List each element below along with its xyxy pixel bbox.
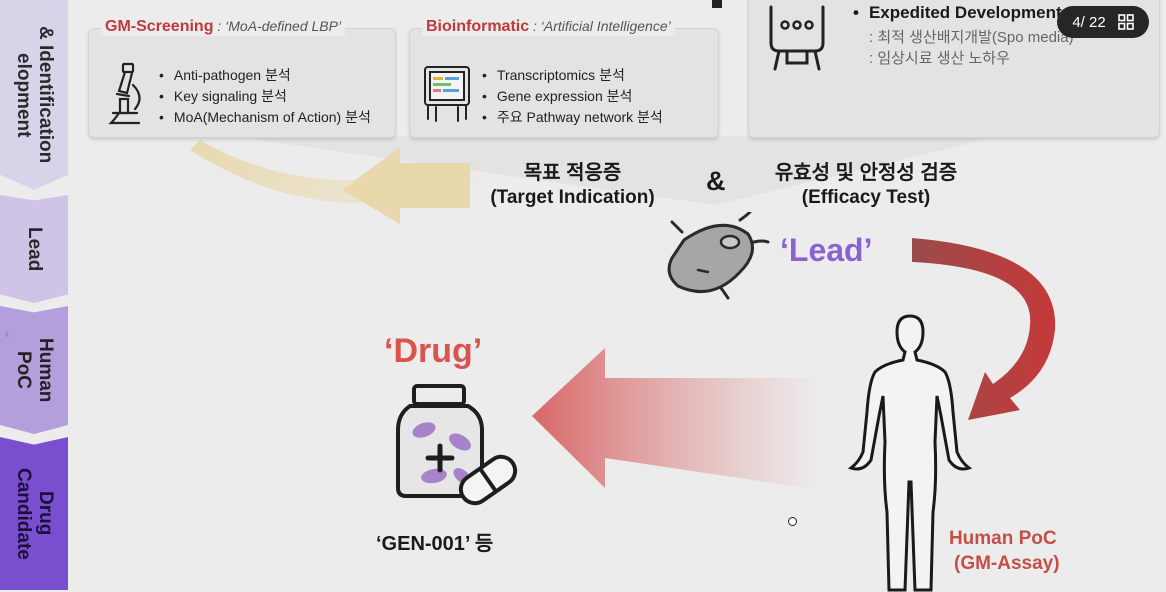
sidebar-tab-label: Human PoC: [13, 337, 56, 403]
gm-screening-list: Anti-pathogen 분석 Key signaling 분석 MoA(Me…: [159, 65, 371, 128]
expedited-title-text: Expedited Development: [868, 3, 1062, 22]
medicine-bottle-icon: [396, 384, 518, 506]
expedited-title: •Expedited Development: [853, 3, 1062, 22]
page-indicator[interactable]: 4/ 22: [1057, 6, 1149, 38]
efficacy-test-en: (Efficacy Test): [801, 187, 931, 208]
efficacy-test-label: 유효성 및 안정성 검증 (Efficacy Test): [750, 156, 982, 209]
funnel-shape: [230, 136, 1000, 205]
list-item: MoA(Mechanism of Action) 분석: [159, 107, 371, 128]
target-indication-en: (Target Indication): [490, 187, 655, 208]
sidebar-tab-human-poc[interactable]: Human PoC: [0, 306, 68, 434]
target-indication-label: 목표 적응증 (Target Indication): [475, 156, 670, 209]
expedited-item-1: : 최적 생산배지개발(Spo media): [869, 29, 1074, 46]
panel-title-main: Bioinformatic: [426, 18, 530, 35]
panel-title-main: GM-Screening: [105, 18, 214, 35]
sidebar-tab-lead[interactable]: Lead: [0, 195, 68, 303]
gm-screening-panel: GM-Screening : ‘MoA-defined LBP’ Anti-pa…: [88, 18, 396, 138]
sidebar-tab-label: Lead: [24, 226, 45, 272]
list-item: Transcriptomics 분석: [482, 65, 663, 86]
expedited-item-2: : 임상시료 생산 노하우: [869, 50, 1010, 67]
red-arrow-to-drug: [532, 348, 820, 490]
human-poc-label: Human PoC (GM-Assay): [946, 528, 1060, 575]
bioinformatic-panel: Bioinformatic : ‘Artificial Intelligence…: [409, 18, 719, 138]
drug-label: ‘Drug’: [384, 332, 483, 370]
efficacy-test-ko: 유효성 및 안정성 검증: [774, 162, 958, 184]
human-body-icon: [847, 314, 973, 592]
page-indicator-text: 4/ 22: [1072, 13, 1106, 31]
sidebar-tab-identification[interactable]: & Identification elopment: [0, 0, 68, 190]
sidebar-tab-label: Drug Candidate: [13, 467, 56, 560]
top-mark: [712, 0, 722, 8]
ampersand: &: [706, 166, 726, 196]
panel-title: GM-Screening : ‘MoA-defined LBP’: [101, 18, 346, 36]
list-item: Gene expression 분석: [482, 86, 663, 107]
yellow-arrow: [342, 147, 470, 224]
sidebar-tab-label: & Identification elopment: [13, 26, 56, 164]
human-poc-text: Human PoC: [948, 528, 1057, 549]
panel-title: Bioinformatic : ‘Artificial Intelligence…: [422, 18, 675, 36]
expedited-development-panel: •Expedited Development : 최적 생산배지개발(Spo m…: [748, 0, 1160, 138]
laptop-data-icon: [424, 66, 470, 122]
bioreactor-icon: [769, 5, 825, 71]
list-item: Key signaling 분석: [159, 86, 371, 107]
gen-001-label: ‘GEN-001’ 등: [376, 533, 494, 555]
panel-title-sub: : ‘MoA-defined LBP’: [213, 18, 342, 34]
mouse-cursor-icon: [788, 517, 797, 526]
curved-arrow-lead-to-human: [912, 238, 1056, 420]
panel-title-sub: : ‘Artificial Intelligence’: [529, 18, 671, 34]
collapse-sidebar-icon[interactable]: ‹: [4, 325, 10, 341]
list-item: Anti-pathogen 분석: [159, 65, 371, 86]
sidebar-tab-drug-candidate[interactable]: Drug Candidate: [0, 437, 68, 590]
grid-icon[interactable]: [1117, 14, 1134, 30]
bacteria-icon: [667, 212, 770, 300]
lead-label: ‘Lead’: [780, 232, 873, 268]
gm-assay-text: (GM-Assay): [954, 553, 1060, 574]
microscope-icon: [108, 62, 141, 125]
list-item: 주요 Pathway network 분석: [482, 107, 663, 128]
bioinformatic-list: Transcriptomics 분석 Gene expression 분석 주요…: [482, 65, 663, 128]
target-indication-ko: 목표 적응증: [523, 162, 622, 184]
